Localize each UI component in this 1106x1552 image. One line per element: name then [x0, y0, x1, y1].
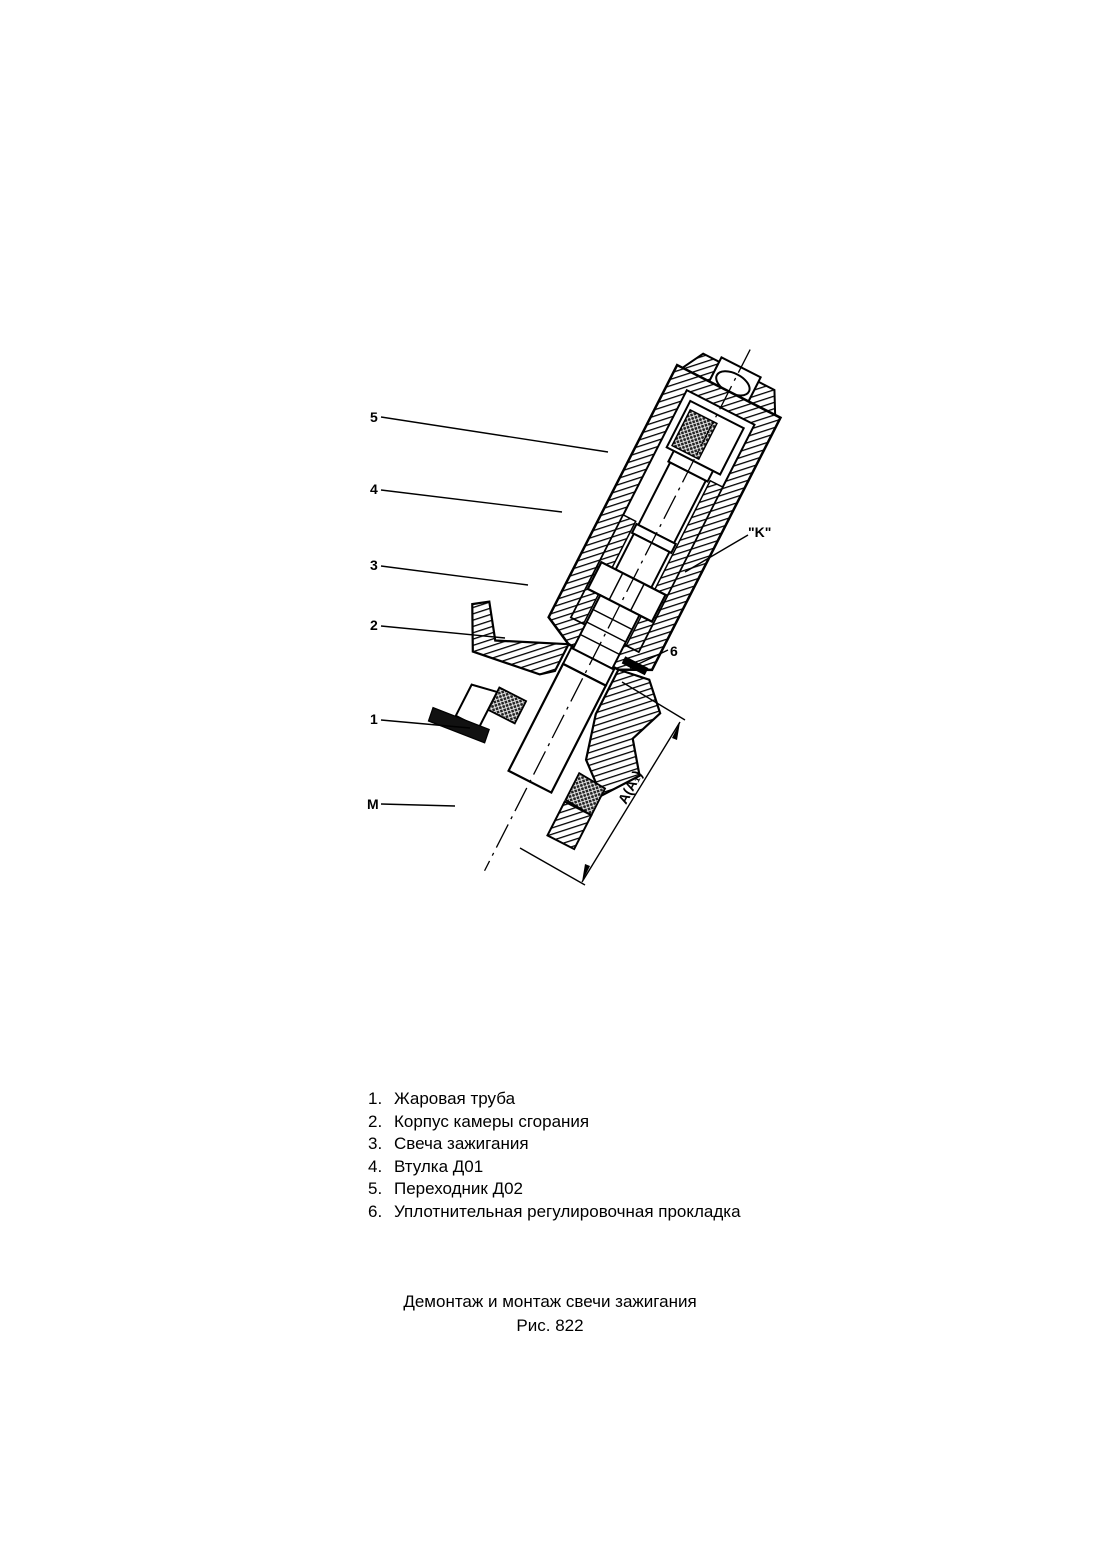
callout-M: M — [367, 796, 379, 812]
parts-legend: 1.Жаровая труба 2.Корпус камеры сгорания… — [368, 1088, 741, 1224]
callout-2: 2 — [370, 617, 378, 633]
legend-item: 5.Переходник Д02 — [368, 1179, 523, 1199]
dimension-line — [519, 681, 686, 886]
figure-title: Демонтаж и монтаж свечи зажигания — [403, 1292, 697, 1311]
leader-lines — [380, 416, 749, 807]
legend-item: 4.Втулка Д01 — [368, 1156, 484, 1176]
callout-3: 3 — [370, 557, 378, 573]
plug-assembly-body — [427, 349, 783, 872]
legend-item: 1.Жаровая труба — [368, 1089, 516, 1108]
callout-6: 6 — [670, 643, 678, 659]
callout-K: "K" — [748, 524, 771, 540]
legend-item: 2.Корпус камеры сгорания — [368, 1111, 590, 1131]
callout-1: 1 — [370, 711, 378, 727]
legend-item: 6.Уплотнительная регулировочная прокладк… — [368, 1201, 741, 1221]
figure-number: Рис. 822 — [516, 1316, 584, 1335]
legend-item: 3.Свеча зажигания — [368, 1134, 529, 1154]
callout-4: 4 — [370, 481, 378, 497]
callout-5: 5 — [370, 409, 378, 425]
